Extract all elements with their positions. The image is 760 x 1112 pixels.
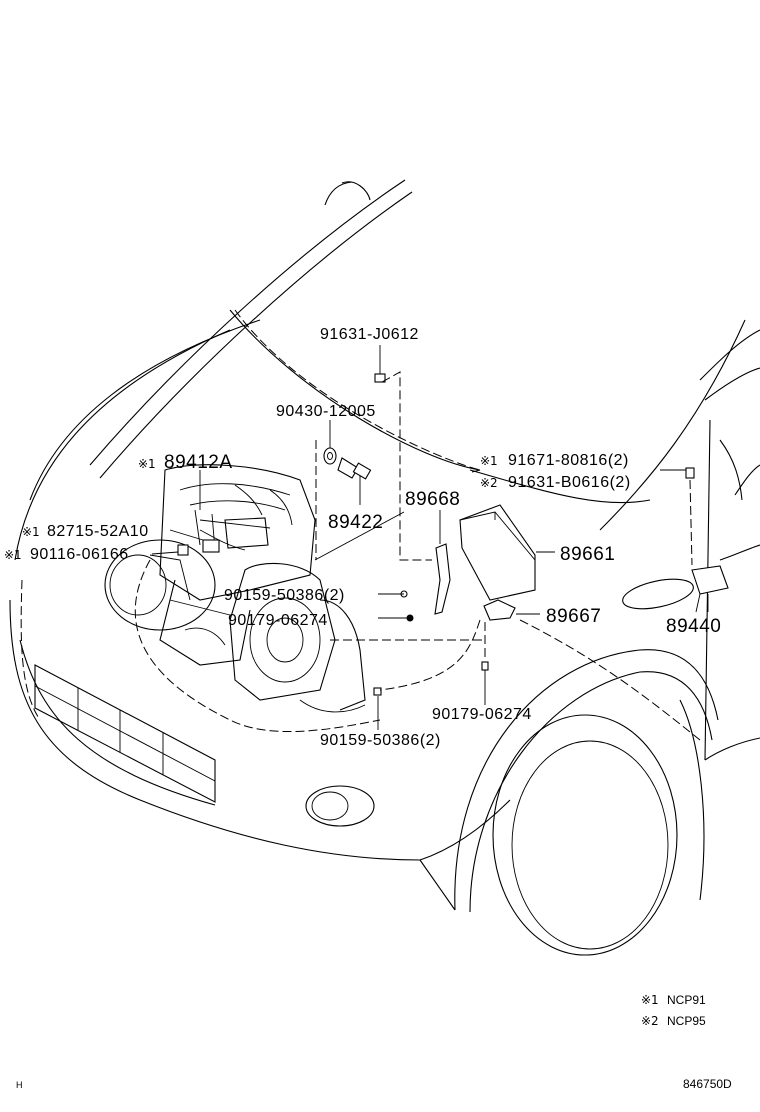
- part-label-90179-06274-lower: 90179-06274: [432, 706, 532, 723]
- part-label-91671-80816: 91671-80816(2): [508, 452, 629, 469]
- sensor-89422-symbol: [337, 457, 372, 480]
- part-mark-91631-B0616: ※2: [480, 476, 498, 490]
- sensor-89440-symbol: [691, 565, 729, 613]
- gasket-90430-12005-symbol: [323, 447, 337, 465]
- corner-mark: H: [16, 1080, 23, 1090]
- legend-text-2: NCP95: [667, 1014, 706, 1028]
- part-label-89667: 89667: [546, 606, 601, 627]
- part-mark-82715: ※1: [22, 525, 40, 539]
- part-label-91631-J0612: 91631-J0612: [320, 326, 419, 343]
- part-label-90430-12005: 90430-12005: [276, 403, 376, 420]
- part-label-90159-50386-lower: 90159-50386(2): [320, 732, 441, 749]
- legend-mark-1: ※1: [641, 993, 659, 1007]
- bolt-91631-J0612-symbol: [374, 370, 386, 383]
- part-label-90159-50386-upper: 90159-50386(2): [224, 587, 345, 604]
- part-label-90116-06166: 90116-06166: [30, 546, 129, 563]
- part-label-90179-06274-upper: 90179-06274: [228, 612, 328, 629]
- legend: ※1 NCP91 ※2 NCP95: [641, 993, 706, 1028]
- bracket-89668-symbol: [434, 543, 451, 615]
- bolt-90179-lower-symbol: [481, 661, 489, 671]
- bracket-89667-symbol: [483, 599, 516, 621]
- legend-text-1: NCP91: [667, 993, 706, 1007]
- part-mark-89412A: ※1: [138, 457, 156, 471]
- bolt-90159-lower-symbol: [373, 687, 382, 696]
- part-label-89412A: 89412A: [164, 452, 233, 473]
- legend-mark-2: ※2: [641, 1014, 659, 1028]
- assembly-dashed-lines: [20, 309, 701, 741]
- leader-lines: [151, 345, 709, 730]
- bolt-91671-symbol: [685, 467, 695, 479]
- part-label-89661: 89661: [560, 544, 615, 565]
- nut-90179-upper-symbol: [406, 614, 414, 622]
- part-label-89422: 89422: [328, 512, 383, 533]
- part-label-89440: 89440: [666, 616, 721, 637]
- engine-assembly: [149, 464, 366, 713]
- part-label-91631-B0616: 91631-B0616(2): [508, 474, 631, 491]
- part-label-82715-52A10: 82715-52A10: [47, 523, 149, 540]
- car-body-outline: [9, 179, 760, 956]
- part-mark-91671: ※1: [480, 454, 498, 468]
- figure-id: 846750D: [683, 1077, 732, 1091]
- ecu-89661-symbol: [459, 504, 536, 601]
- part-label-89668: 89668: [405, 489, 460, 510]
- part-mark-90116: ※1: [4, 548, 22, 562]
